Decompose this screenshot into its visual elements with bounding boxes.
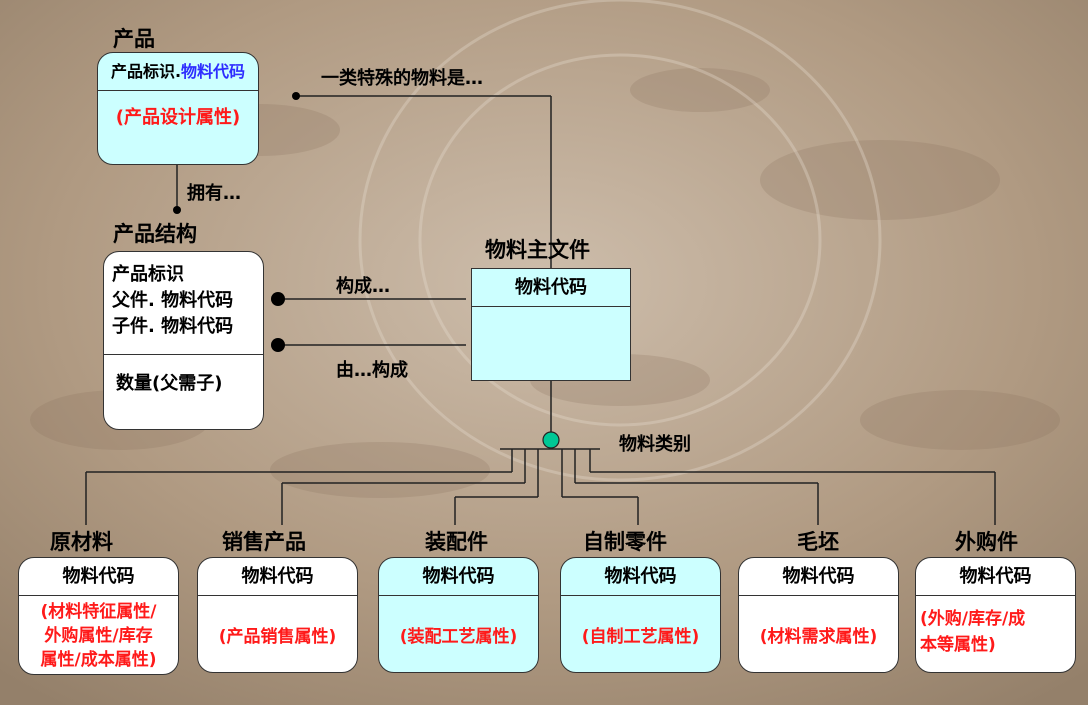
subtype-body: (材料需求属性) [759, 627, 878, 647]
material-master-header: 物料代码 [472, 269, 630, 307]
product-structure-box: 产品标识 父件. 物料代码 子件. 物料代码 数量(父需子) [103, 251, 264, 430]
subtype-body: (产品销售属性) [218, 627, 337, 647]
composed-of-label: 由…构成 [336, 360, 408, 381]
subtype-title-self-made-part: 自制零件 [583, 530, 667, 554]
material-master-title: 物料主文件 [485, 238, 590, 262]
product-box: 产品标识.物料代码 (产品设计属性) [97, 52, 259, 165]
product-body: (产品设计属性) [115, 107, 241, 128]
composes-label: 构成… [336, 276, 390, 297]
special-material-label: 一类特殊的物料是… [321, 68, 483, 89]
subtype-body: (外购/库存/成 本等属性) [916, 596, 1075, 658]
structure-line-child: 子件. 物料代码 [112, 316, 234, 337]
subtype-title-blank: 毛坯 [797, 530, 839, 554]
subtype-body-line: 属性/成本属性) [40, 650, 157, 670]
subtype-body-line: (外购/库存/成 [920, 609, 1026, 629]
product-structure-title: 产品结构 [113, 222, 197, 246]
subtype-body-line: (材料特征属性/ [40, 602, 157, 622]
subtype-body: (装配工艺属性) [399, 627, 518, 647]
product-structure-keys: 产品标识 父件. 物料代码 子件. 物料代码 [104, 252, 263, 355]
structure-quantity: 数量(父需子) [116, 373, 223, 394]
subtype-title-raw-material: 原材料 [50, 530, 113, 554]
subtype-title-assembly: 装配件 [425, 530, 488, 554]
subtype-header: 物料代码 [19, 558, 178, 596]
material-category-label: 物料类别 [619, 434, 691, 455]
subtype-box-assembly: 物料代码 (装配工艺属性) [378, 557, 539, 673]
subtype-title-sales-product: 销售产品 [222, 530, 306, 554]
subtype-title-purchased-part: 外购件 [955, 530, 1018, 554]
subtype-body-line: 本等属性) [920, 635, 996, 655]
subtype-header: 物料代码 [916, 558, 1075, 596]
subtype-body-line: 外购属性/库存 [44, 626, 153, 646]
product-header-prefix: 产品标识. [110, 62, 182, 81]
subtype-box-raw-material: 物料代码 (材料特征属性/ 外购属性/库存 属性/成本属性) [18, 557, 179, 675]
owns-label: 拥有… [187, 183, 241, 204]
subtype-header: 物料代码 [198, 558, 357, 596]
subtype-box-sales-product: 物料代码 (产品销售属性) [197, 557, 358, 673]
structure-line-parent: 父件. 物料代码 [112, 290, 234, 311]
subtype-header: 物料代码 [739, 558, 898, 596]
structure-line-product-id: 产品标识 [112, 264, 184, 285]
category-connector-icon [542, 431, 560, 449]
subtype-header: 物料代码 [379, 558, 538, 596]
product-header: 产品标识.物料代码 [98, 53, 258, 91]
product-header-code: 物料代码 [181, 62, 246, 81]
subtype-box-blank: 物料代码 (材料需求属性) [738, 557, 899, 673]
product-title: 产品 [113, 27, 155, 51]
subtype-header: 物料代码 [561, 558, 720, 596]
subtype-box-purchased-part: 物料代码 (外购/库存/成 本等属性) [915, 557, 1076, 673]
subtype-body: (材料特征属性/ 外购属性/库存 属性/成本属性) [19, 596, 178, 672]
subtype-box-self-made-part: 物料代码 (自制工艺属性) [560, 557, 721, 673]
subtype-body: (自制工艺属性) [581, 627, 700, 647]
material-master-box: 物料代码 [471, 268, 631, 381]
